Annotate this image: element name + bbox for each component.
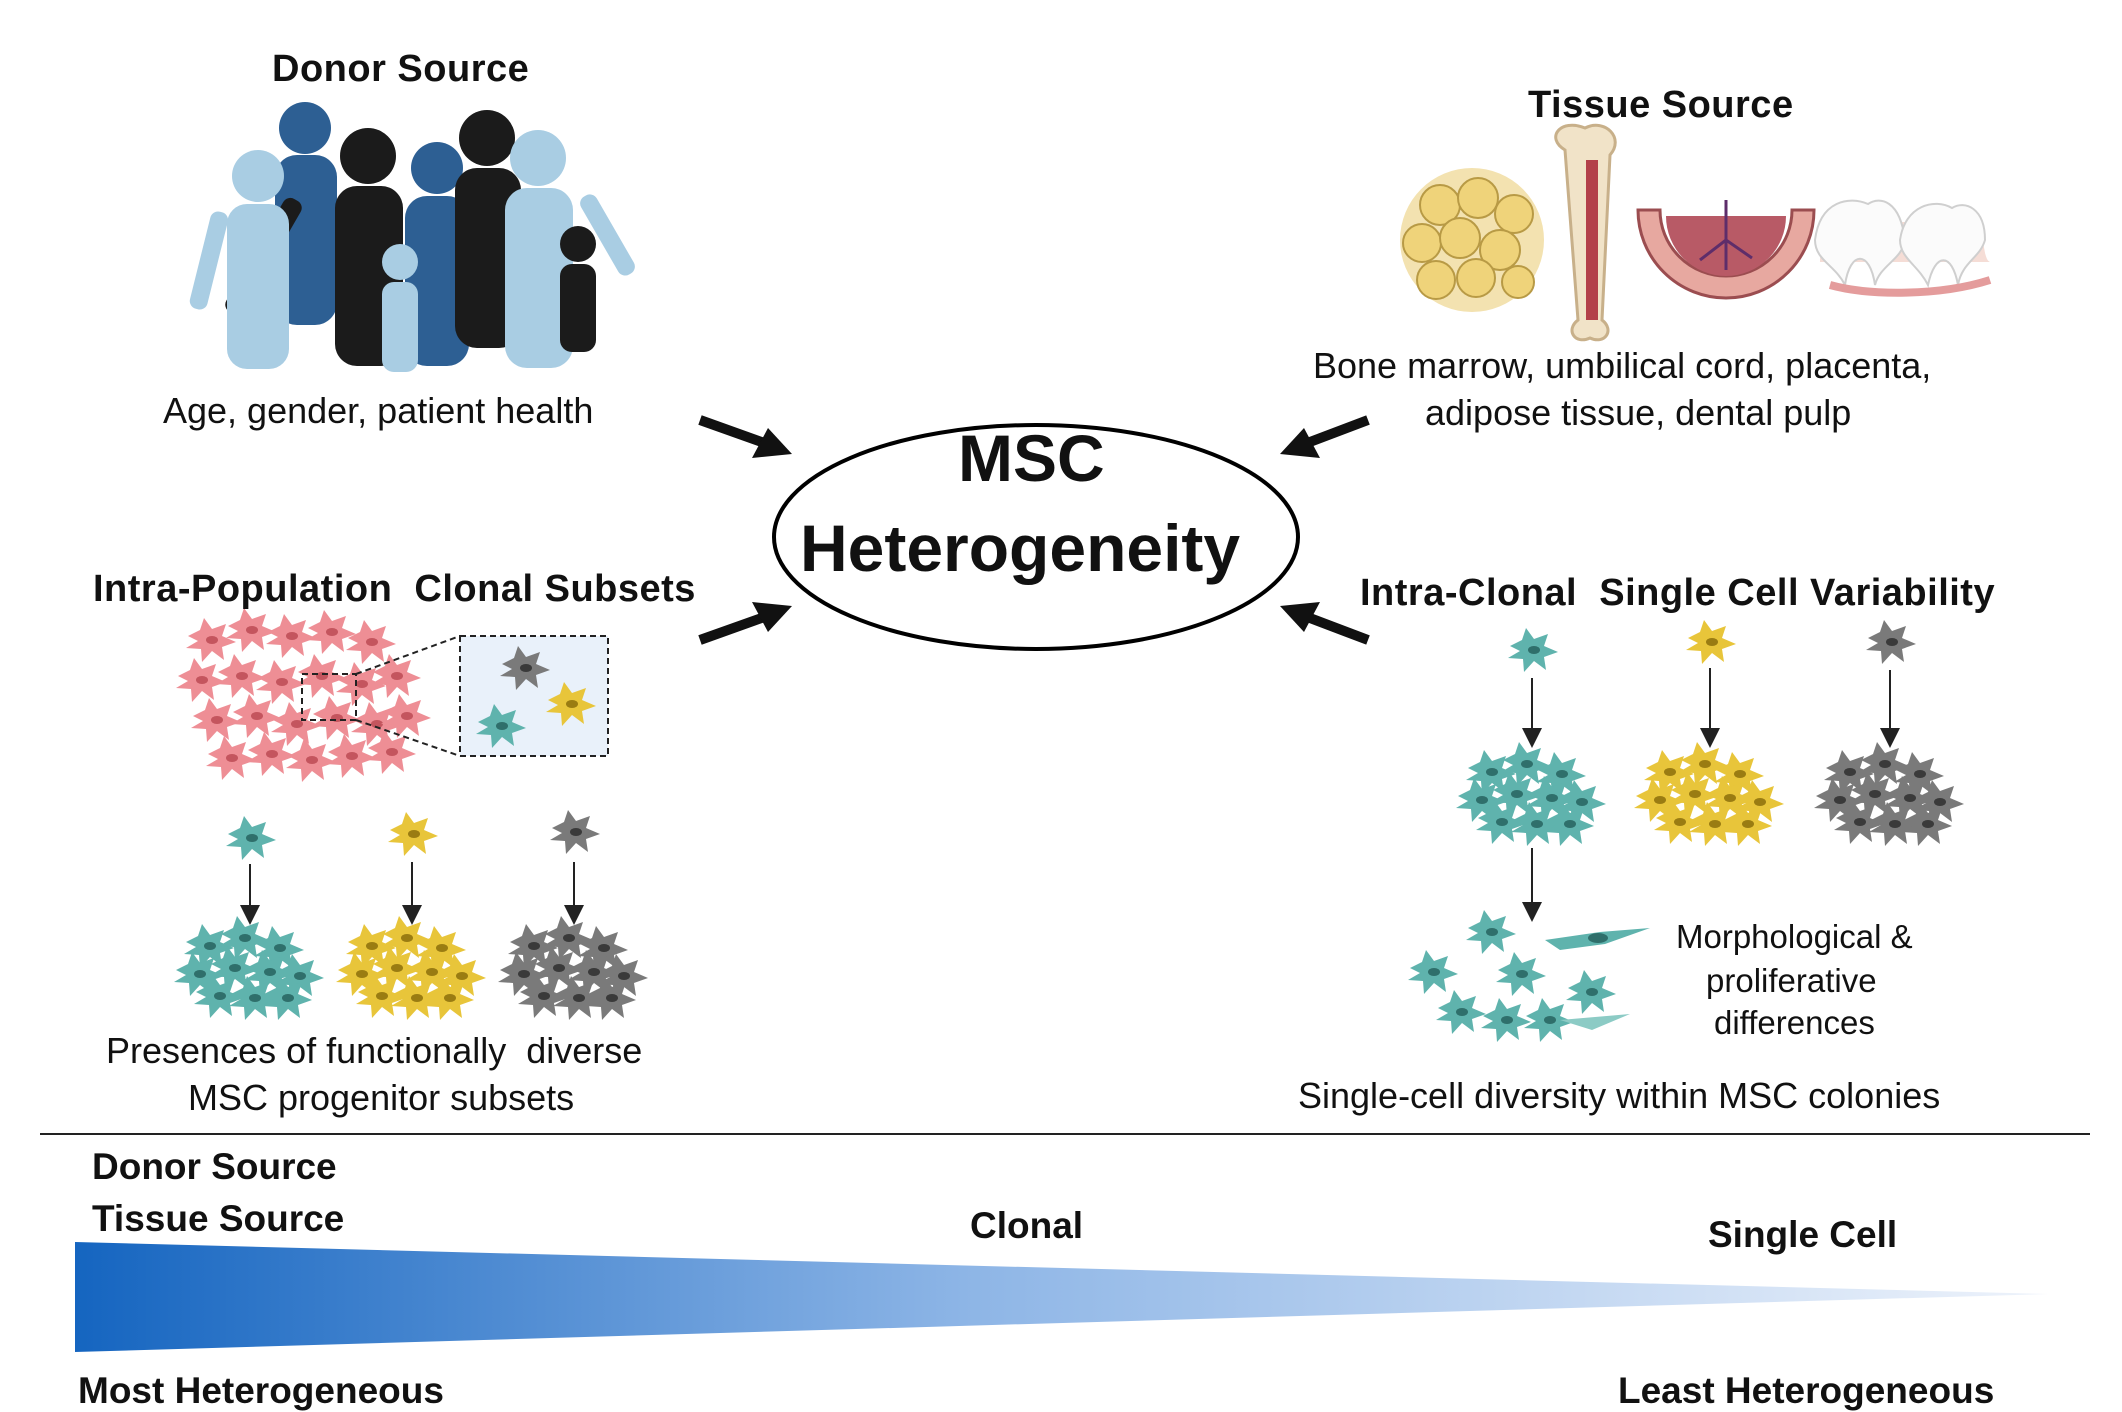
scale-label-tissue: Tissue Source: [92, 1198, 345, 1239]
scale-label-least-heterogeneous: Least Heterogeneous: [1618, 1370, 1995, 1411]
tissue-source-title: Tissue Source: [1528, 84, 1794, 126]
pink-cell-population: [176, 608, 431, 782]
center-ellipse: [772, 423, 1300, 651]
single-cell-note-line1: Morphological &: [1676, 918, 1913, 955]
clonal-subsets-caption-line2: MSC progenitor subsets: [188, 1077, 575, 1118]
clonal-subsets-caption-line1: Presences of functionally diverse: [106, 1030, 643, 1071]
clonal-subsets-title: Intra-Population Clonal Subsets: [93, 568, 696, 610]
single-cell-note-line2: proliferative: [1706, 962, 1877, 999]
donor-source-title: Donor Source: [272, 48, 530, 90]
placenta-icon: [1636, 200, 1816, 300]
single-cell-caption: Single-cell diversity within MSC colonie…: [1298, 1075, 1941, 1116]
arrow-single: [1280, 602, 1370, 645]
single-cell-note-line3: differences: [1714, 1004, 1875, 1041]
tissue-source-caption-line2: adipose tissue, dental pulp: [1425, 392, 1852, 433]
single-cell-title: Intra-Clonal Single Cell Variability: [1360, 572, 1996, 614]
single-cell-lineages: [1456, 620, 1964, 922]
clonal-subset-lineages: [174, 810, 648, 1020]
center-title-heterogeneity: Heterogeneity: [800, 511, 1241, 585]
donor-people-illustration: [189, 102, 635, 372]
center-title-msc: MSC: [958, 421, 1105, 495]
arrow-tissue: [1280, 415, 1370, 458]
diverse-single-cells: [1408, 910, 1650, 1042]
donor-source-caption: Age, gender, patient health: [163, 390, 594, 431]
heterogeneity-gradient-wedge: [75, 1242, 2048, 1352]
arrow-donor: [698, 415, 792, 458]
scale-label-single-cell: Single Cell: [1708, 1214, 1898, 1255]
scale-label-donor: Donor Source: [92, 1146, 337, 1187]
scale-label-clonal: Clonal: [970, 1205, 1084, 1246]
arrow-clonal: [698, 602, 792, 645]
bone-marrow-icon: [1554, 123, 1617, 342]
adipose-tissue-icon: [1400, 168, 1544, 312]
dental-pulp-icon: [1813, 199, 1992, 297]
scale-label-most-heterogeneous: Most Heterogeneous: [78, 1370, 444, 1411]
zoom-box-large: [459, 635, 609, 757]
tissue-source-caption-line1: Bone marrow, umbilical cord, placenta,: [1313, 345, 1932, 386]
